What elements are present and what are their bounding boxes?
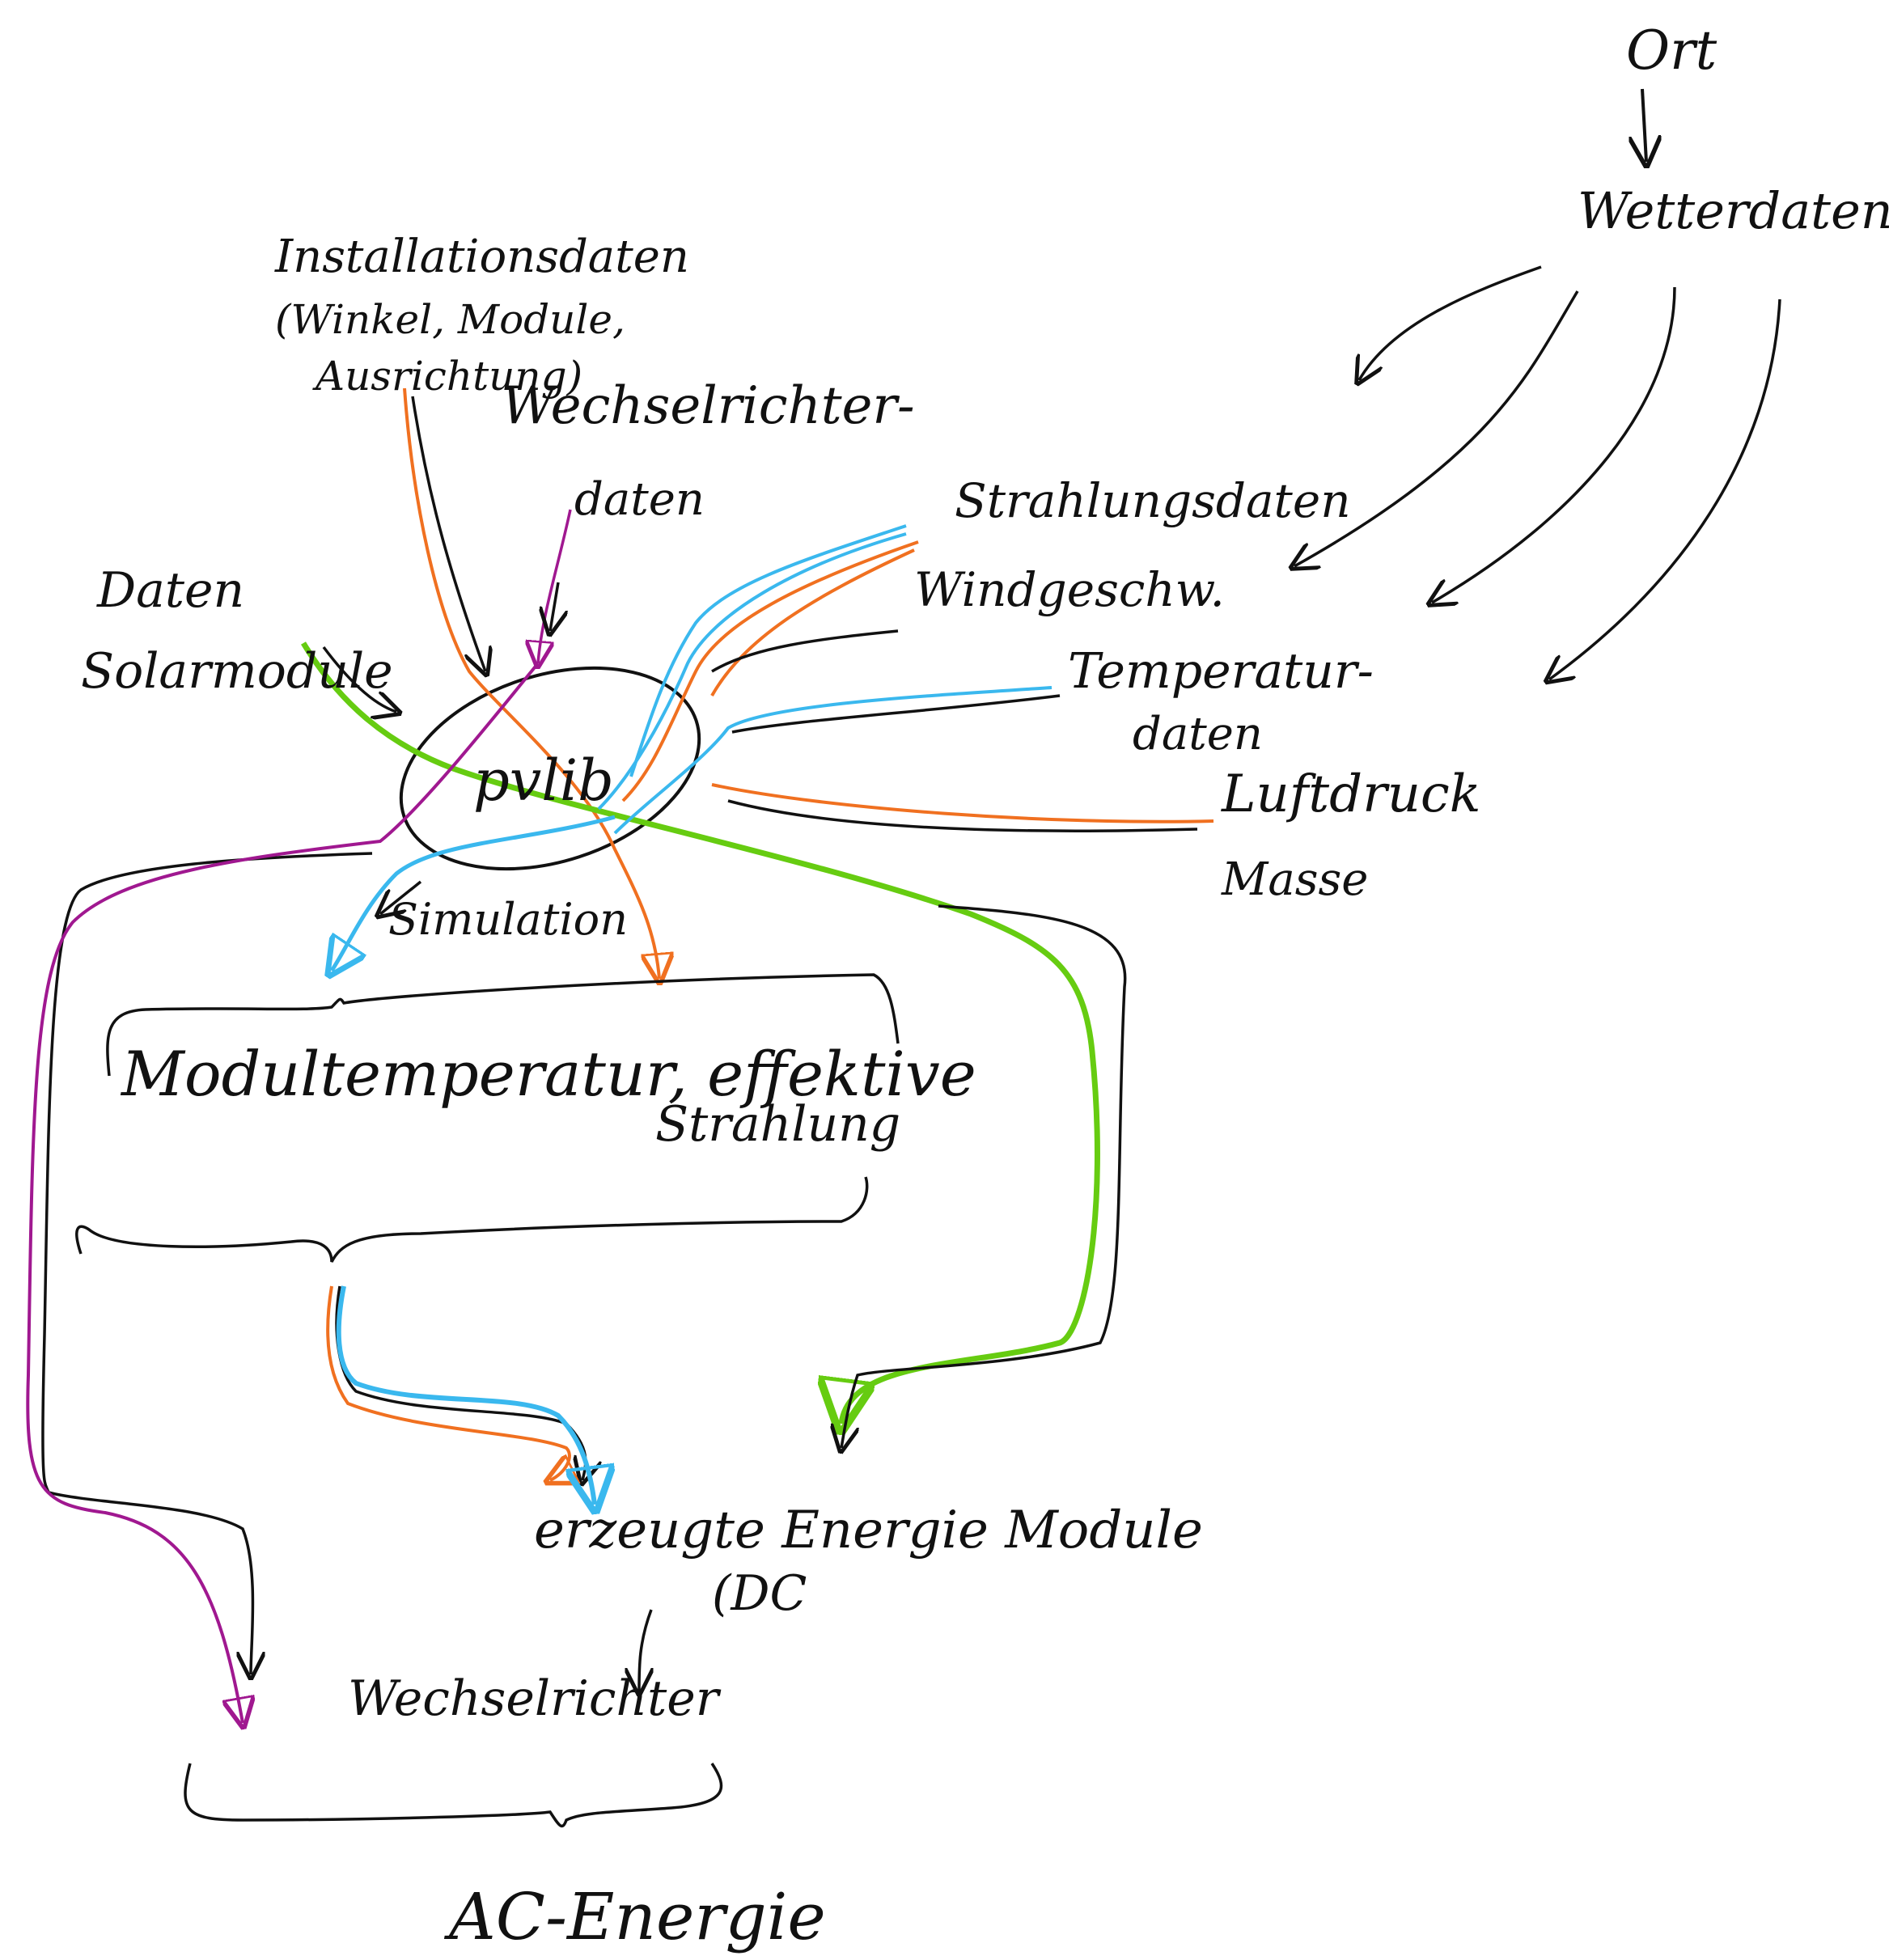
arrow-purple-to-wr xyxy=(26,662,540,1723)
arrow-pvlib-sim xyxy=(380,880,422,914)
node-wechselrichterdaten2: daten xyxy=(574,473,705,526)
node-wetterdaten: Wetterdaten xyxy=(1578,181,1889,240)
arrow-install-pvlib-black xyxy=(411,396,485,671)
node-simulation: Simulation xyxy=(388,894,628,945)
arrow-modul-energie-blue xyxy=(336,1285,595,1505)
node-temperaturdaten2: daten xyxy=(1133,708,1263,760)
arrow-wind-black xyxy=(711,629,899,673)
outline-right-black xyxy=(841,904,1127,1448)
node-energie-module: erzeugte Energie Module xyxy=(534,1501,1203,1560)
arrow-modul-energie-black xyxy=(335,1285,586,1480)
node-ort: Ort xyxy=(1626,19,1717,82)
node-masse: Masse xyxy=(1222,853,1369,906)
arrow-temp-black xyxy=(731,694,1061,734)
node-wechselrichter-out: Wechselrichter xyxy=(348,1670,719,1727)
arrow-wr-black xyxy=(550,582,558,631)
node-installationsdaten-detail: (Winkel, Module, xyxy=(275,296,625,343)
node-energie-dc: (DC xyxy=(712,1565,807,1622)
arrow-wind-orange xyxy=(710,548,915,696)
node-windgeschw: Windgeschw. xyxy=(914,562,1225,617)
node-modultemperatur2: Strahlung xyxy=(655,1096,901,1153)
arrow-temp-blue xyxy=(613,686,1053,835)
arrow-ort-wetterdaten xyxy=(1642,88,1646,162)
arrow-luft-black xyxy=(727,799,1198,833)
node-temperaturdaten: Temperatur- xyxy=(1068,643,1374,700)
node-installationsdaten: Installationsdaten xyxy=(275,231,689,283)
arrow-strahlung-blue-2 xyxy=(597,532,907,811)
node-strahlungsdaten: Strahlungsdaten xyxy=(955,473,1351,528)
node-ac-energie: AC-Energie xyxy=(449,1879,826,1954)
arrow-modul-energie-orange xyxy=(326,1285,570,1480)
brace-bottom xyxy=(184,1763,723,1828)
arrow-pvlib-modul-blue xyxy=(332,815,616,971)
arrow-strahlung-blue-1 xyxy=(629,524,907,777)
pvlib-ellipse xyxy=(399,666,701,871)
arrow-wetterdaten-temperatur xyxy=(1432,286,1676,603)
arrow-solar-pvlib-black xyxy=(322,646,396,712)
arrow-solar-green xyxy=(300,641,1100,1424)
node-modultemperatur: Modultemperatur, effektive xyxy=(121,1038,976,1110)
node-installationsdaten-detail2: Ausrichtung) xyxy=(316,353,583,400)
brace-top xyxy=(106,973,900,1077)
node-luftdruck: Luftdruck xyxy=(1222,764,1481,824)
arrow-strahlung-orange xyxy=(621,540,919,802)
brace-middle xyxy=(75,1176,869,1263)
arrow-wetterdaten-windgeschw xyxy=(1294,290,1579,566)
node-solarmodule: Daten xyxy=(97,562,245,619)
arrow-wr-pvlib-purple xyxy=(538,509,572,663)
node-wechselrichterdaten: Wechselrichter- xyxy=(502,376,915,436)
arrow-luft-orange xyxy=(711,783,1214,823)
arrow-dc-wr xyxy=(639,1609,651,1691)
arrow-install-pvlib-orange xyxy=(403,387,659,979)
node-solarmodule2: Solarmodule xyxy=(81,643,393,700)
outline-left-black xyxy=(41,852,373,1674)
node-pvlib: pvlib xyxy=(473,747,614,814)
arrow-wetterdaten-ort-branch xyxy=(1359,265,1542,380)
arrow-wetterdaten-luftdruck xyxy=(1549,298,1781,679)
